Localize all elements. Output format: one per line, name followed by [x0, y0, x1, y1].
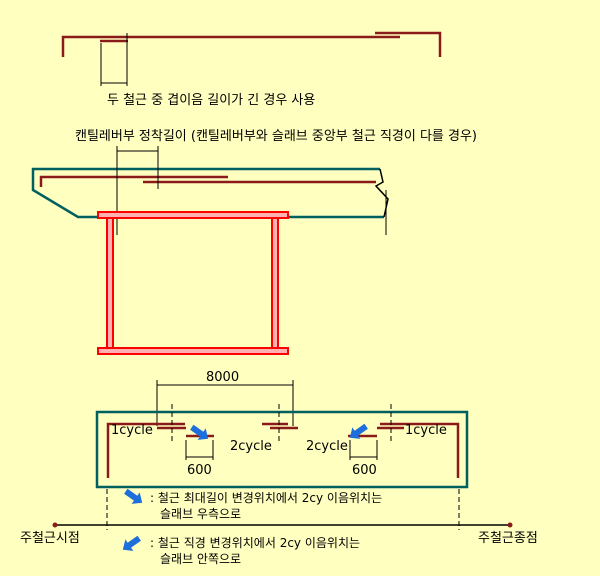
legend-1-line2: 슬래브 우측으로	[160, 507, 241, 521]
legend-arrow-icon	[124, 488, 143, 504]
plan-rebar-left	[106, 422, 185, 478]
break-mark	[374, 168, 389, 218]
start-point	[52, 522, 58, 528]
end-point	[507, 522, 513, 528]
label-2cycle-left: 2cycle	[230, 439, 272, 454]
legend-2-line2: 슬래브 안쪽으로	[160, 552, 241, 566]
arrow-icon	[349, 423, 368, 439]
arrow-icon	[190, 424, 209, 440]
girder-left-web	[106, 217, 114, 349]
legend-2-line1: : 철근 직경 변경위치에서 2cy 이음위치는	[150, 536, 360, 550]
top-lap-detail: 두 철근 중 겹이음 길이가 긴 경우 사용	[61, 31, 442, 108]
girder-top-flange	[97, 211, 289, 219]
legend-arrow-icon	[122, 535, 141, 551]
cantilever-caption: 캔틸레버부 정착길이 (캔틸레버부와 슬래브 중앙부 철근 직경이 다를 경우)	[75, 129, 477, 144]
dim-600-left-text: 600	[187, 463, 212, 478]
plan-rebar-right	[380, 422, 460, 478]
girder-bottom-flange	[97, 347, 289, 355]
top-caption: 두 철근 중 겹이음 길이가 긴 경우 사용	[107, 93, 315, 108]
label-1cycle-left: 1cycle	[111, 423, 153, 438]
dim-8000-text: 8000	[206, 370, 239, 385]
rebar-right	[375, 31, 442, 57]
end-label: 주철근종점	[478, 531, 538, 546]
cantilever-rebar-top	[39, 175, 228, 187]
dim-600-right-text: 600	[352, 463, 377, 478]
cantilever-detail: 캔틸레버부 정착길이 (캔틸레버부와 슬래브 중앙부 철근 직경이 다를 경우)	[31, 129, 477, 355]
rebar-left	[61, 35, 400, 57]
slab-plan-detail: 8000 1cycle 2cycle 2cycle	[20, 370, 538, 566]
girder-right-web	[271, 217, 279, 349]
start-label: 주철근시점	[20, 531, 80, 546]
slab-box	[95, 410, 469, 489]
label-1cycle-right: 1cycle	[405, 423, 447, 438]
label-2cycle-right: 2cycle	[306, 439, 348, 454]
legend-1-line1: : 철근 최대길이 변경위치에서 2cy 이음위치는	[150, 491, 382, 505]
